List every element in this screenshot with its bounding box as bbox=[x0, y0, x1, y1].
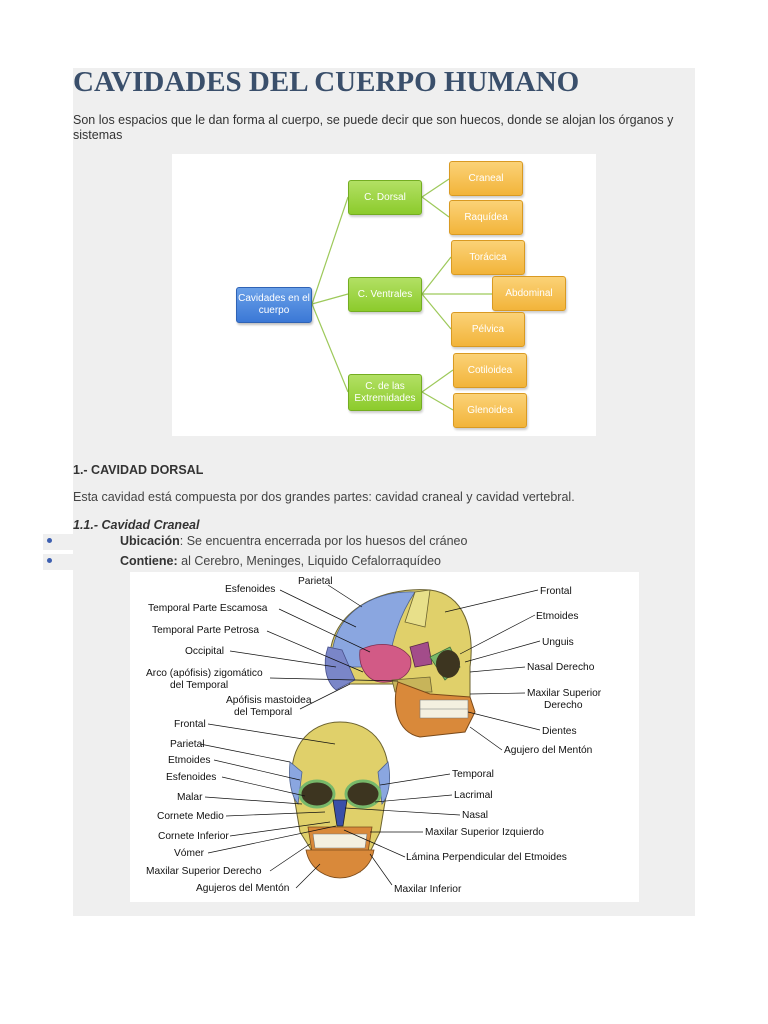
label-occipital: Occipital bbox=[185, 646, 224, 657]
node-cotiloidea-label: Cotiloidea bbox=[467, 364, 513, 376]
label-maxilar-superior-derecho: Maxilar Superior Derecho bbox=[146, 866, 262, 877]
label-lacrimal: Lacrimal bbox=[454, 790, 493, 801]
bullet-contiene: Contiene: al Cerebro, Meninges, Liquido … bbox=[0, 554, 700, 570]
bullet-label: Ubicación bbox=[120, 534, 180, 548]
label-dientes: Dientes bbox=[542, 726, 577, 737]
page-title: CAVIDADES DEL CUERPO HUMANO bbox=[73, 66, 580, 98]
label-esfenoides-lateral: Esfenoides bbox=[225, 584, 275, 595]
diagram-connectors bbox=[311, 178, 492, 411]
node-root: Cavidades en el cuerpo bbox=[236, 287, 312, 323]
node-extremidades-label: C. de las Extremidades bbox=[354, 380, 416, 404]
node-pelvica: Pélvica bbox=[451, 312, 525, 347]
skull-figure: Parietal Esfenoides Temporal Parte Escam… bbox=[130, 572, 639, 902]
label-nasal-derecho: Nasal Derecho bbox=[527, 662, 595, 673]
node-abdominal-label: Abdominal bbox=[505, 287, 553, 299]
label-temporal-petrosa: Temporal Parte Petrosa bbox=[152, 625, 259, 636]
node-root-label: Cavidades en el cuerpo bbox=[238, 293, 310, 316]
subsection-heading-craneal: 1.1.- Cavidad Craneal bbox=[73, 518, 200, 532]
label-temporal-front: Temporal bbox=[452, 769, 494, 780]
label-apofisis-mastoidea-2: del Temporal bbox=[234, 707, 292, 718]
cavities-diagram: Cavidades en el cuerpo C. Dorsal C. Vent… bbox=[172, 154, 596, 436]
section-heading-dorsal: 1.- CAVIDAD DORSAL bbox=[73, 463, 204, 477]
node-pelvica-label: Pélvica bbox=[471, 323, 505, 335]
label-arco-zigomatico: Arco (apófisis) zigomático bbox=[146, 668, 263, 679]
node-extremidades: C. de las Extremidades bbox=[348, 374, 422, 411]
frontal-skull bbox=[289, 721, 390, 879]
label-unguis: Unguis bbox=[542, 637, 574, 648]
bullet-text: al Cerebro, Meninges, Liquido Cefalorraq… bbox=[177, 554, 441, 568]
label-nasal: Nasal bbox=[462, 810, 488, 821]
lateral-skull bbox=[324, 589, 476, 738]
label-lamina-perpendicular: Lámina Perpendicular del Etmoides bbox=[406, 852, 567, 863]
label-cornete-medio: Cornete Medio bbox=[157, 811, 224, 822]
label-maxilar-superior-2: Derecho bbox=[544, 700, 583, 711]
label-etmoides-front: Etmoides bbox=[168, 755, 210, 766]
node-toracica-label: Torácica bbox=[469, 251, 507, 263]
skull-illustration: Parietal Esfenoides Temporal Parte Escam… bbox=[146, 576, 602, 895]
bullet-icon bbox=[47, 558, 52, 563]
node-toracica: Torácica bbox=[451, 240, 525, 275]
node-dorsal-label: C. Dorsal bbox=[364, 191, 406, 203]
label-arco-zigomatico-2: del Temporal bbox=[170, 680, 228, 691]
node-ventrales: C. Ventrales bbox=[348, 277, 422, 312]
label-malar: Malar bbox=[177, 792, 203, 803]
node-raquidea: Raquídea bbox=[449, 200, 523, 235]
label-temporal-escamosa: Temporal Parte Escamosa bbox=[148, 603, 268, 614]
label-frontal-front: Frontal bbox=[174, 719, 206, 730]
label-etmoides-lateral: Etmoides bbox=[536, 611, 578, 622]
node-glenoidea-label: Glenoidea bbox=[467, 404, 513, 416]
node-dorsal: C. Dorsal bbox=[348, 180, 422, 215]
section-paragraph-dorsal: Esta cavidad está compuesta por dos gran… bbox=[73, 490, 575, 504]
label-cornete-inferior: Cornete Inferior bbox=[158, 831, 229, 842]
label-apofisis-mastoidea: Apófisis mastoidea bbox=[226, 695, 312, 706]
intro-paragraph: Son los espacios que le dan forma al cue… bbox=[73, 113, 674, 142]
node-ventrales-label: C. Ventrales bbox=[357, 288, 413, 300]
node-craneal: Craneal bbox=[449, 161, 523, 196]
label-maxilar-inferior: Maxilar Inferior bbox=[394, 884, 462, 895]
bullet-text: : Se encuentra encerrada por los huesos … bbox=[179, 534, 468, 548]
bullet-label: Contiene: bbox=[120, 554, 178, 568]
bullet-icon bbox=[47, 538, 52, 543]
label-frontal-lateral: Frontal bbox=[540, 586, 572, 597]
label-parietal-lateral: Parietal bbox=[298, 576, 333, 587]
label-maxilar-superior: Maxilar Superior bbox=[527, 688, 602, 699]
label-vomer: Vómer bbox=[174, 848, 205, 859]
node-cotiloidea: Cotiloidea bbox=[453, 353, 527, 388]
node-abdominal: Abdominal bbox=[492, 276, 566, 311]
label-agujero-menton: Agujero del Mentón bbox=[504, 745, 592, 756]
label-esfenoides-front: Esfenoides bbox=[166, 772, 216, 783]
bullet-ubicacion: Ubicación: Se encuentra encerrada por lo… bbox=[0, 534, 700, 550]
node-craneal-label: Craneal bbox=[468, 172, 504, 184]
label-agujeros-menton: Agujeros del Mentón bbox=[196, 883, 289, 894]
node-glenoidea: Glenoidea bbox=[453, 393, 527, 428]
node-raquidea-label: Raquídea bbox=[464, 211, 508, 223]
label-parietal-front: Parietal bbox=[170, 739, 205, 750]
label-maxilar-superior-izquierdo: Maxilar Superior Izquierdo bbox=[425, 827, 544, 838]
